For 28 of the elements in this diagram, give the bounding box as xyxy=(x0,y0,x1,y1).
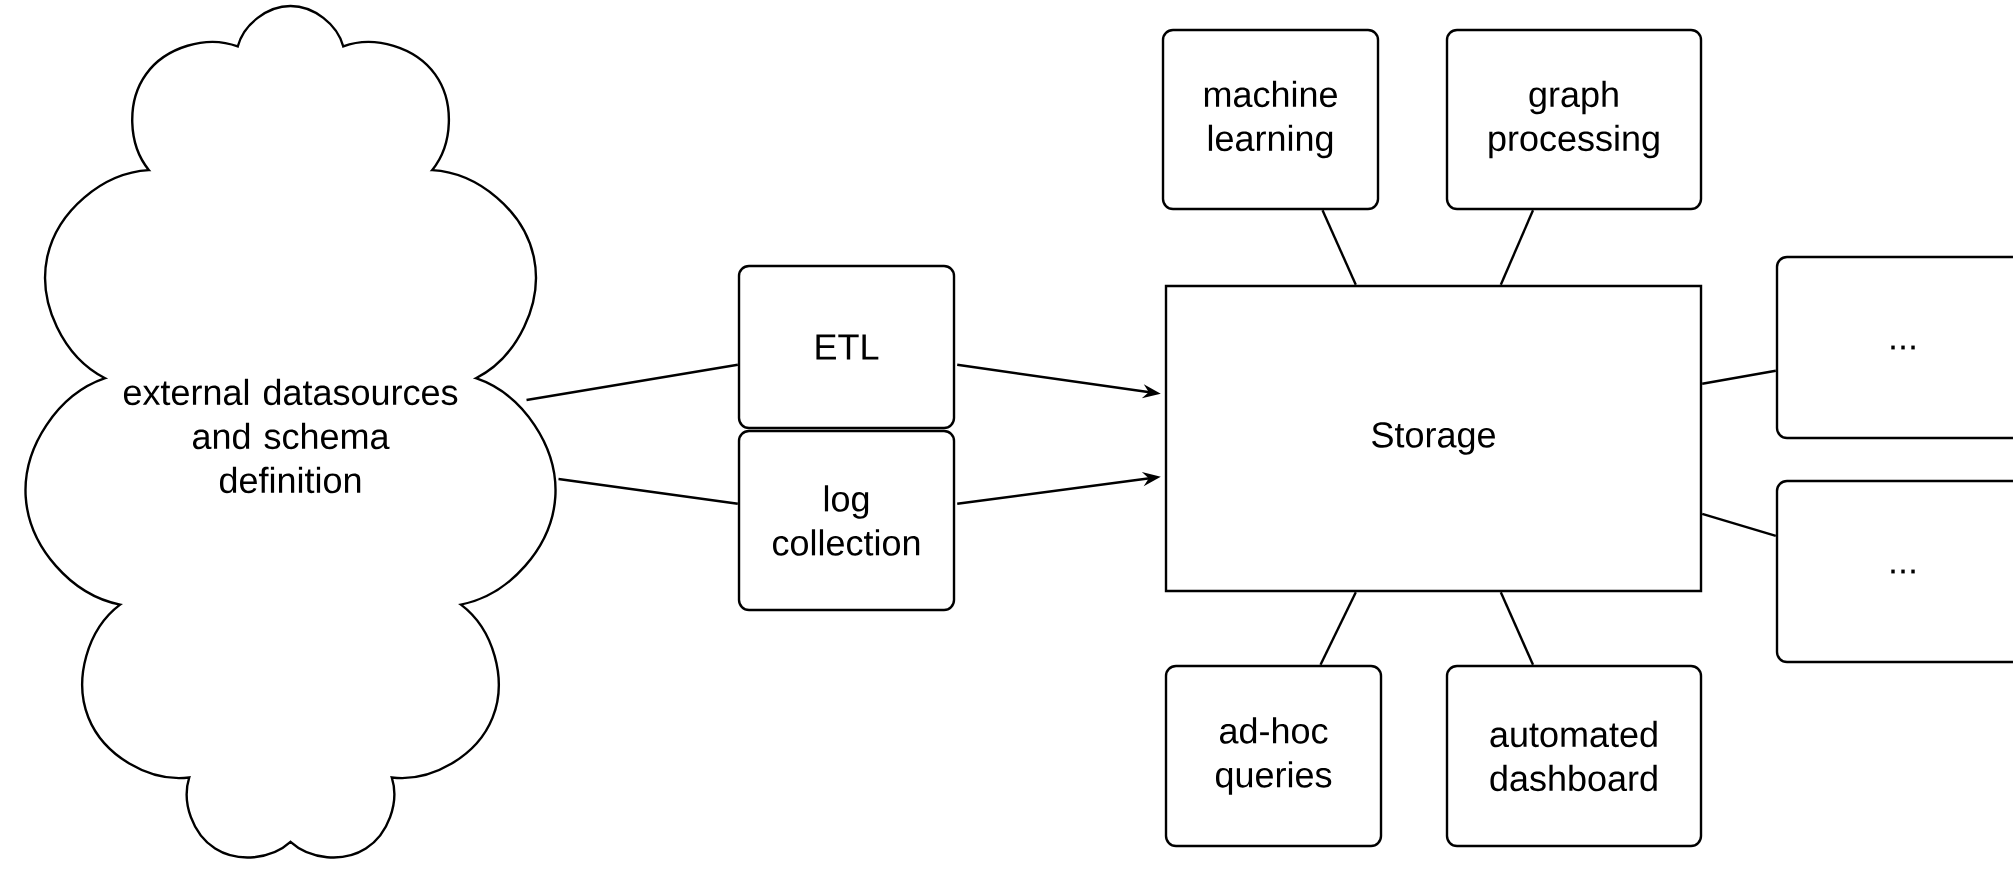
node-text: ... xyxy=(1891,569,1915,574)
process-box xyxy=(737,264,956,430)
node-text: Storage xyxy=(1372,422,1495,455)
connector-line xyxy=(1701,512,1777,537)
storage-box xyxy=(1164,284,1703,593)
process-box xyxy=(1161,28,1380,211)
node-text: ETL xyxy=(816,334,879,360)
connector-line xyxy=(1499,209,1535,286)
process-box xyxy=(1775,479,2013,664)
process-box xyxy=(1445,28,1703,211)
node-text: graph processing xyxy=(1489,80,1659,159)
connector-line xyxy=(1319,591,1357,666)
node-text: ... xyxy=(1891,345,1915,350)
node-text: automated dashboard xyxy=(1490,720,1657,792)
node-text: ad-hoc queries xyxy=(1216,717,1332,795)
connector-line xyxy=(1321,209,1357,286)
connector-line xyxy=(526,363,738,402)
process-box xyxy=(1445,664,1703,848)
process-box xyxy=(1164,664,1383,848)
node-text: log collection xyxy=(773,485,920,556)
process-box xyxy=(737,429,956,612)
node-text: machine learning xyxy=(1204,80,1337,159)
cloud-shape xyxy=(24,4,557,859)
connector-line xyxy=(558,477,738,505)
node-text: external datasources and schema definition xyxy=(123,378,458,494)
process-box xyxy=(1775,255,2013,440)
connector-line xyxy=(1702,369,1776,385)
connector-line xyxy=(1499,591,1535,666)
